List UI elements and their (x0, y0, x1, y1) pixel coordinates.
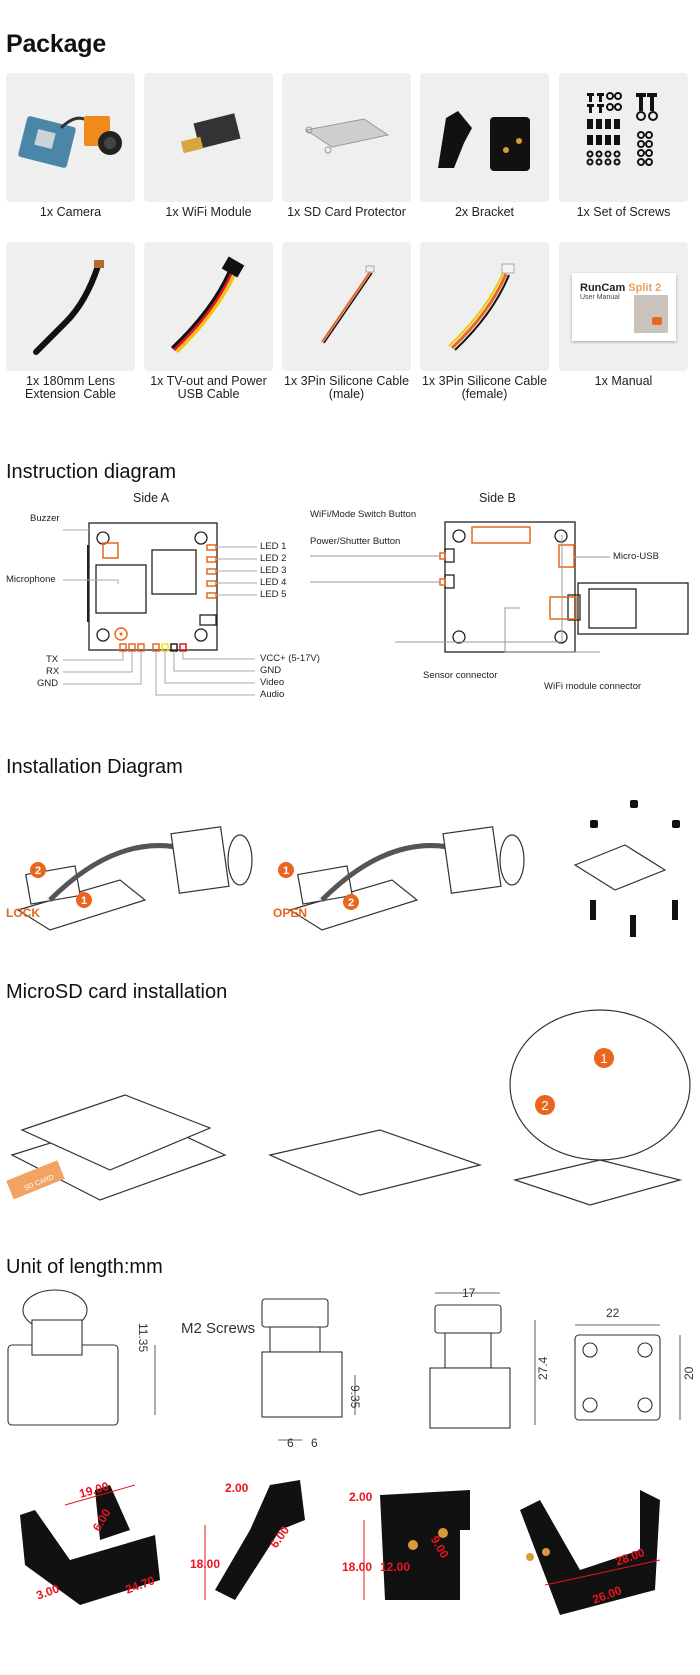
dim-18-00-a: 18.00 (190, 1557, 221, 1571)
sd-protector-image (282, 73, 411, 202)
sd-step-1: 1 (600, 1051, 607, 1066)
label-led1: LED 1 (260, 541, 287, 552)
package-caption: 1x SD Card Protector (287, 205, 406, 219)
dim-2-00-a: 2.00 (225, 1481, 249, 1495)
sd-step-2: 2 (541, 1098, 548, 1113)
instruction-heading: Instruction diagram (6, 461, 177, 483)
lens-cable-image (6, 242, 135, 371)
label-sensor-connector: Sensor connector (423, 670, 498, 681)
label-wifi-mode-button: WiFi/Mode Switch Button (310, 509, 417, 520)
dim-27-4: 27.4 (536, 1356, 550, 1380)
dim-20: 20 (682, 1366, 696, 1380)
open-step-2: 2 (348, 897, 354, 909)
label-vcc: VCC+ (5-17V) (260, 653, 320, 664)
package-caption: 1x Manual (594, 374, 653, 388)
label-led2: LED 2 (260, 553, 287, 564)
label-buzzer: Buzzer (30, 513, 60, 524)
dim-18-00-b: 18.00 (342, 1560, 373, 1574)
installation-diagram: 2 1 1 2 (16, 800, 680, 937)
label-gnd-right: GND (260, 665, 282, 676)
manual-image: RunCam Split 2 User Manual (559, 242, 688, 371)
bracket-image (420, 73, 549, 202)
dim-6-b: 6 (311, 1436, 318, 1450)
label-micro-usb: Micro-USB (613, 551, 659, 562)
package-caption: 1x Set of Screws (576, 205, 671, 219)
screws-image (559, 73, 688, 202)
lock-label: LOCK (6, 906, 40, 920)
package-caption: 2x Bracket (454, 205, 515, 219)
label-microphone: Microphone (6, 574, 56, 585)
dim-6-a: 6 (287, 1436, 294, 1450)
cable-female-image (420, 242, 549, 371)
label-wifi-module-connector: WiFi module connector (544, 681, 642, 692)
install-step-1: 1 (81, 895, 87, 907)
side-a-board-diagram (63, 522, 257, 696)
manual-subtitle: User Manual (580, 294, 620, 301)
label-tx: TX (46, 654, 59, 665)
m2-screws-label: M2 Screws (181, 1320, 256, 1337)
side-a-title: Side A (133, 491, 170, 505)
label-led4: LED 4 (260, 577, 287, 588)
manual-model: Split 2 (628, 282, 662, 294)
manual-brand: RunCam (580, 282, 626, 294)
dim-22: 22 (606, 1306, 620, 1320)
unit-heading: Unit of length:mm (6, 1256, 163, 1278)
dim-17: 17 (462, 1286, 476, 1300)
install-step-2: 2 (35, 865, 41, 877)
label-audio: Audio (260, 689, 285, 700)
wifi-module-image (144, 73, 273, 202)
camera-dimension-drawings (7, 1289, 681, 1441)
label-power-shutter-button: Power/Shutter Button (310, 536, 401, 547)
label-rx: RX (46, 666, 60, 677)
camera-image (6, 73, 135, 202)
side-b-board-diagram (310, 521, 689, 653)
dim-12-00: 12.00 (380, 1560, 411, 1574)
dim-2-00-b: 2.00 (349, 1490, 373, 1504)
package-caption: 1x WiFi Module (165, 205, 252, 219)
microsd-diagram: SD CARD 1 2 (6, 1009, 691, 1206)
label-led5: LED 5 (260, 589, 287, 600)
label-led3: LED 3 (260, 565, 287, 576)
package-caption: 1x 3Pin Silicone Cable(male) (283, 374, 410, 401)
open-label: OPEN (273, 906, 308, 920)
open-step-1: 1 (283, 865, 289, 877)
side-b-title: Side B (479, 491, 516, 505)
package-caption: 1x 3Pin Silicone Cable(female) (421, 374, 548, 401)
cable-male-image (282, 242, 411, 371)
bracket-dimension-photos (20, 1480, 661, 1615)
dim-11-35: 11.35 (136, 1323, 150, 1353)
installation-heading: Installation Diagram (6, 756, 183, 778)
usb-cable-image (144, 242, 273, 371)
dim-9-35: 9.35 (348, 1385, 362, 1409)
package-caption: 1x Camera (39, 205, 102, 219)
package-heading: Package (6, 30, 107, 58)
microsd-heading: MicroSD card installation (6, 981, 228, 1003)
label-video: Video (260, 677, 285, 688)
label-gnd-left: GND (37, 678, 59, 689)
